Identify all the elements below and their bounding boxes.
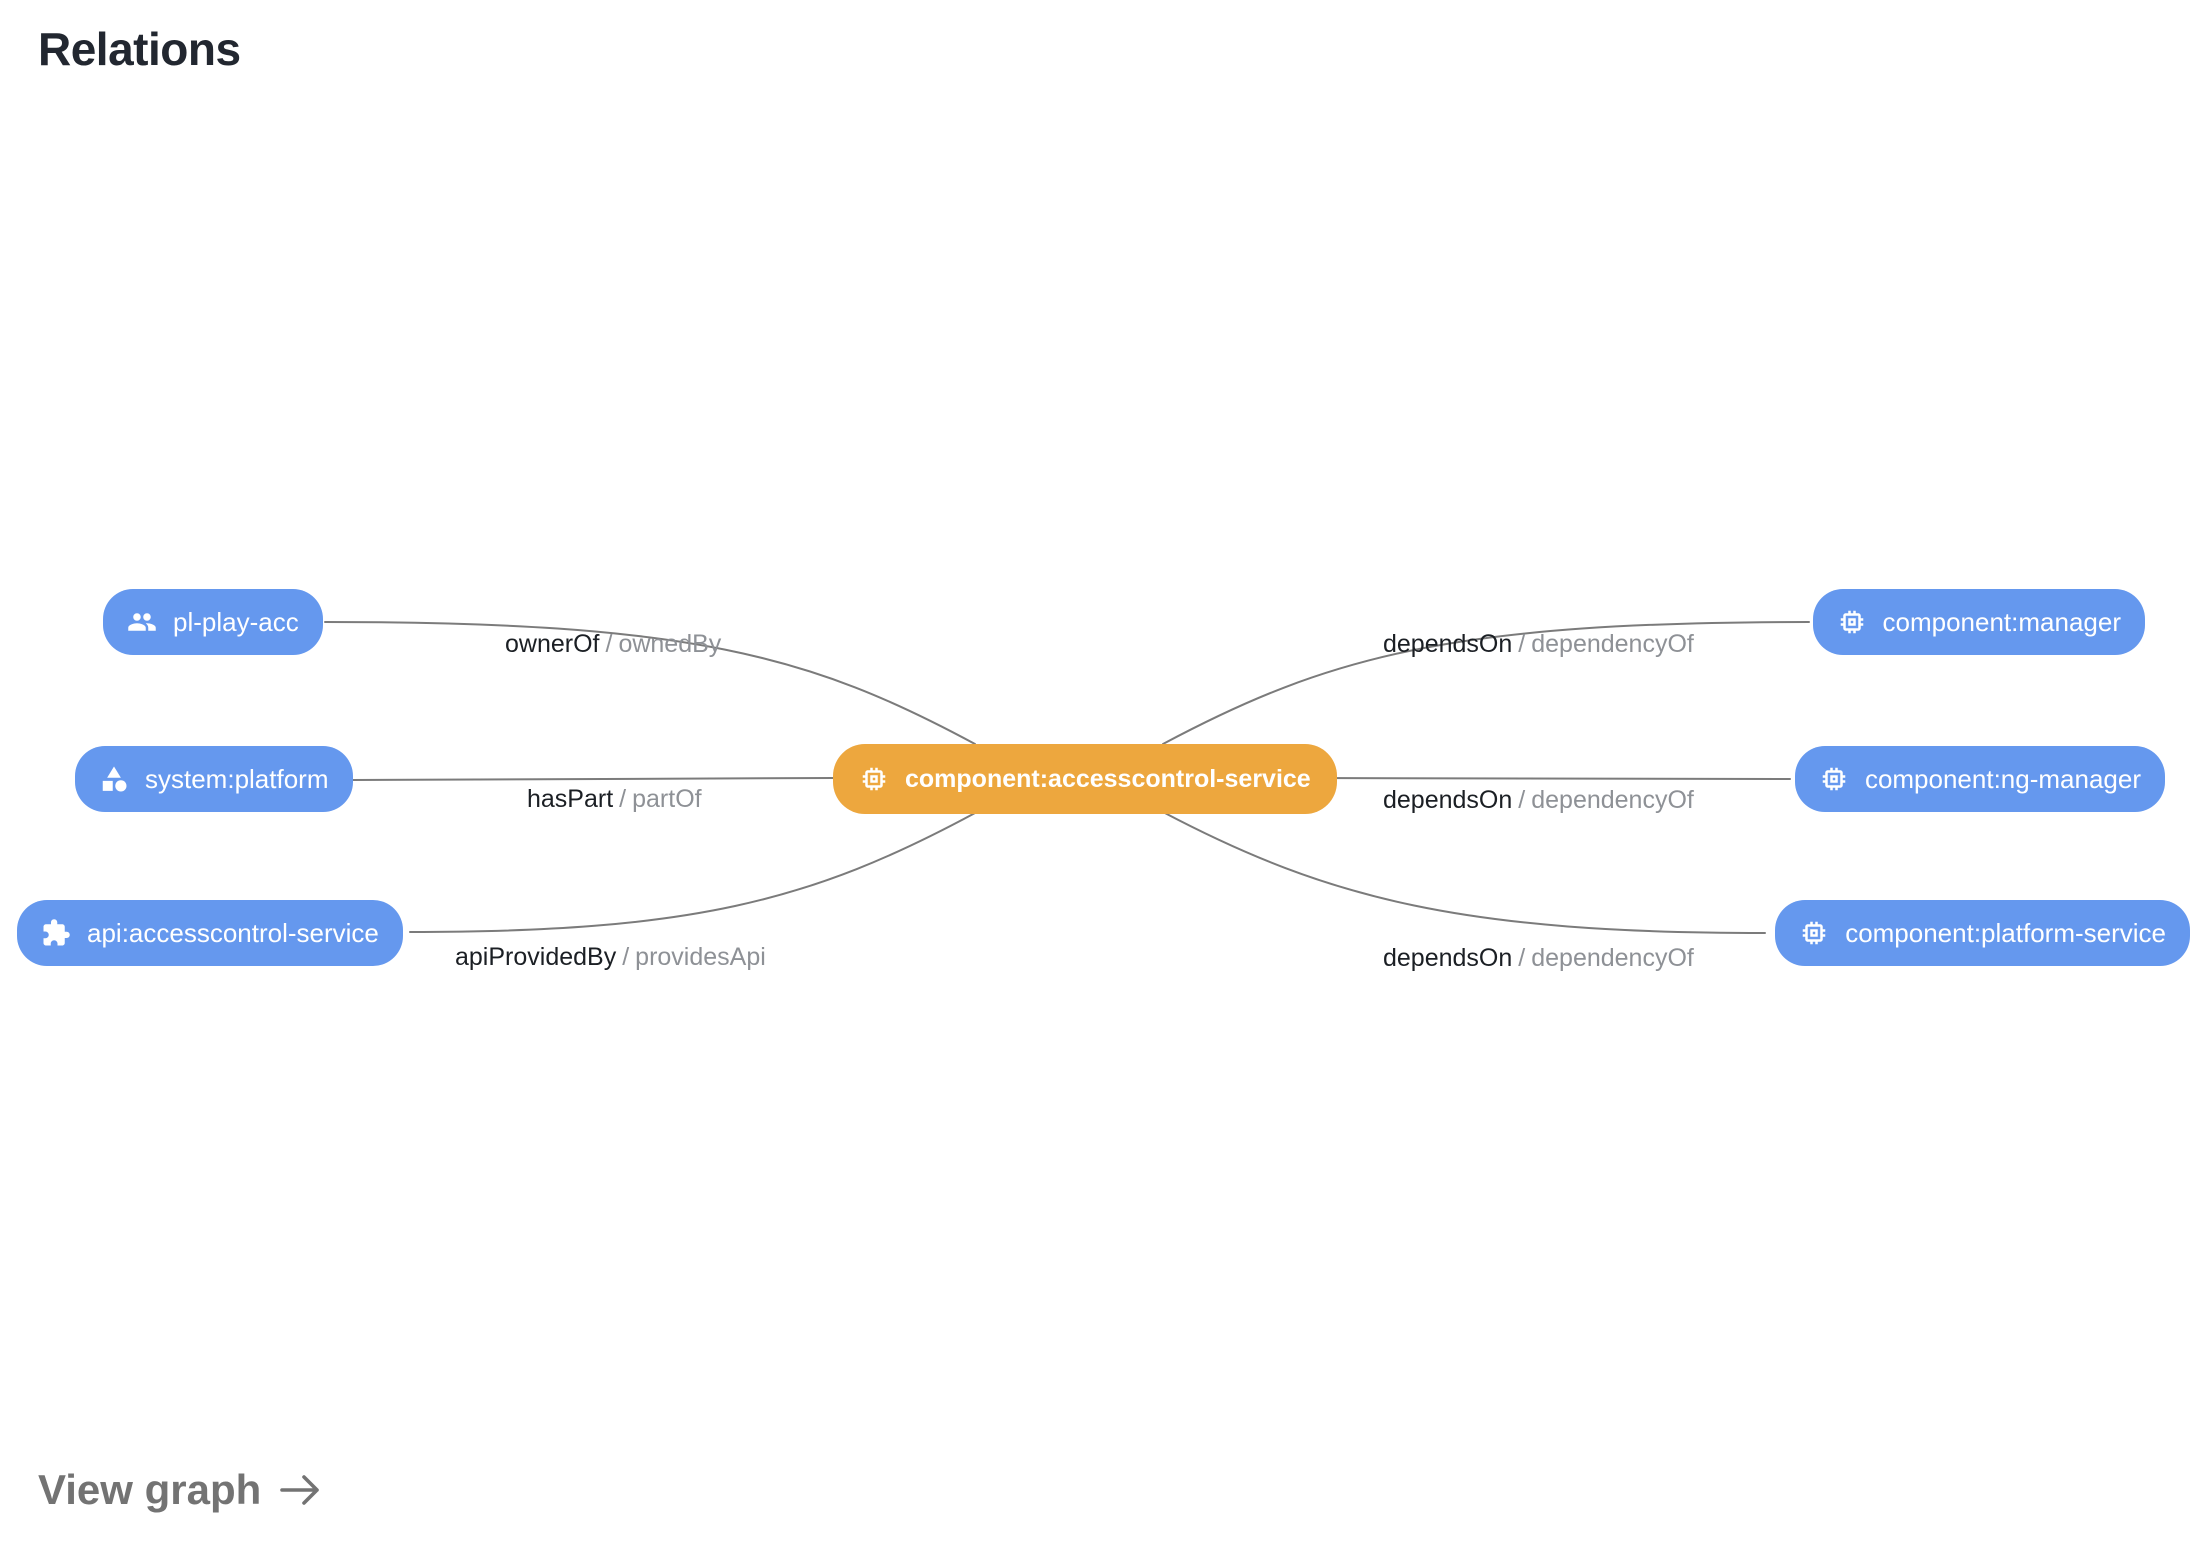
relation-separator: / (1518, 630, 1526, 658)
view-graph-link[interactable]: View graph (38, 1466, 323, 1514)
view-graph-label: View graph (38, 1466, 262, 1513)
relation-name: ownerOf (505, 630, 600, 658)
edge-label-ownerof: ownerOf/ownedBy (505, 630, 721, 659)
entity-node-component-accesscontrol-service[interactable]: component:accesscontrol-service (833, 744, 1337, 814)
edge-dependson-2 (1304, 777, 1791, 780)
relation-separator: / (619, 785, 627, 813)
entity-node-pl-play-acc[interactable]: pl-play-acc (103, 589, 323, 655)
relation-name: dependsOn (1383, 786, 1513, 814)
relation-separator: / (622, 943, 630, 971)
entity-node-system-platform[interactable]: system:platform (75, 746, 353, 812)
puzzle-icon (41, 918, 71, 948)
chip-icon (1819, 764, 1849, 794)
chip-icon (1837, 607, 1867, 637)
relation-inverse: ownedBy (618, 630, 722, 658)
relation-name: hasPart (527, 785, 614, 813)
relation-inverse: dependencyOf (1531, 786, 1694, 814)
edge-dependson-3 (1162, 811, 1766, 934)
relation-separator: / (1518, 786, 1526, 814)
group-icon (127, 607, 157, 637)
relation-name: dependsOn (1383, 630, 1513, 658)
edge-haspart (352, 777, 834, 781)
edge-label-dependson-1: dependsOn/dependencyOf (1383, 630, 1694, 659)
chip-icon (859, 764, 889, 794)
relation-inverse: providesApi (635, 943, 766, 971)
entity-node-label: pl-play-acc (173, 606, 299, 637)
category-icon (99, 764, 129, 794)
entity-node-label: system:platform (145, 763, 329, 794)
edge-dependson-1 (1162, 621, 1810, 745)
relation-name: apiProvidedBy (455, 943, 617, 971)
entity-node-label: component:platform-service (1845, 917, 2166, 948)
relation-separator: / (605, 630, 613, 658)
edge-label-dependson-3: dependsOn/dependencyOf (1383, 944, 1694, 973)
edge-label-haspart: hasPart/partOf (527, 785, 702, 814)
relation-separator: / (1518, 944, 1526, 972)
entity-node-label: component:manager (1882, 606, 2121, 637)
entity-node-component-ng-manager[interactable]: component:ng-manager (1794, 746, 2165, 812)
entity-node-component-manager[interactable]: component:manager (1812, 589, 2145, 655)
edge-label-dependson-2: dependsOn/dependencyOf (1383, 786, 1694, 815)
edge-ownerof (324, 621, 976, 745)
entity-node-label: component:ng-manager (1864, 763, 2141, 794)
relation-inverse: dependencyOf (1531, 630, 1694, 658)
relation-inverse: partOf (632, 785, 702, 813)
relation-inverse: dependencyOf (1531, 944, 1694, 972)
edge-label-apiprovidedby: apiProvidedBy/providesApi (455, 943, 766, 972)
entity-node-api-accesscontrol-service[interactable]: api:accesscontrol-service (17, 900, 403, 966)
entity-node-label: api:accesscontrol-service (87, 917, 379, 948)
page-title: Relations (38, 23, 241, 75)
entity-node-label: component:accesscontrol-service (905, 764, 1311, 793)
relation-name: dependsOn (1383, 944, 1513, 972)
entity-node-component-platform-service[interactable]: component:platform-service (1775, 900, 2190, 966)
chip-icon (1799, 918, 1829, 948)
arrow-right-icon (277, 1467, 323, 1513)
edge-apiprovidedby (409, 812, 976, 933)
